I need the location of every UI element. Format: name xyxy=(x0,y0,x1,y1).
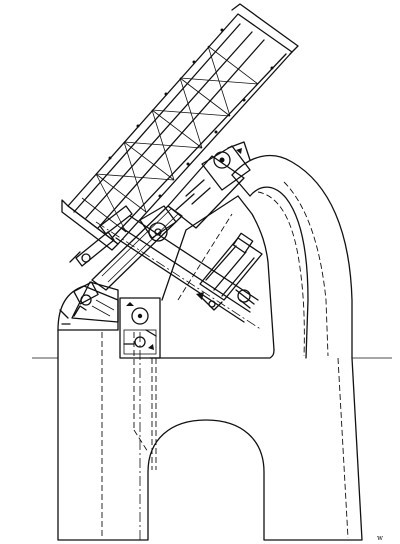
pier-hidden-lines xyxy=(101,332,349,540)
support-wall xyxy=(161,195,275,351)
base-block xyxy=(57,285,161,359)
telescope-tube xyxy=(61,3,299,251)
polar-strut xyxy=(91,205,183,291)
declination-shaft xyxy=(95,215,263,331)
pier xyxy=(57,329,363,541)
upper-head xyxy=(139,141,251,242)
curved-column xyxy=(231,154,353,359)
tube-rivets xyxy=(108,28,274,198)
eyepiece-assembly xyxy=(69,205,133,267)
tube-lattice xyxy=(81,45,259,233)
counterweight-clamp xyxy=(196,232,263,311)
corner-mark: w xyxy=(377,534,383,542)
polar-axis-housing xyxy=(59,281,119,325)
